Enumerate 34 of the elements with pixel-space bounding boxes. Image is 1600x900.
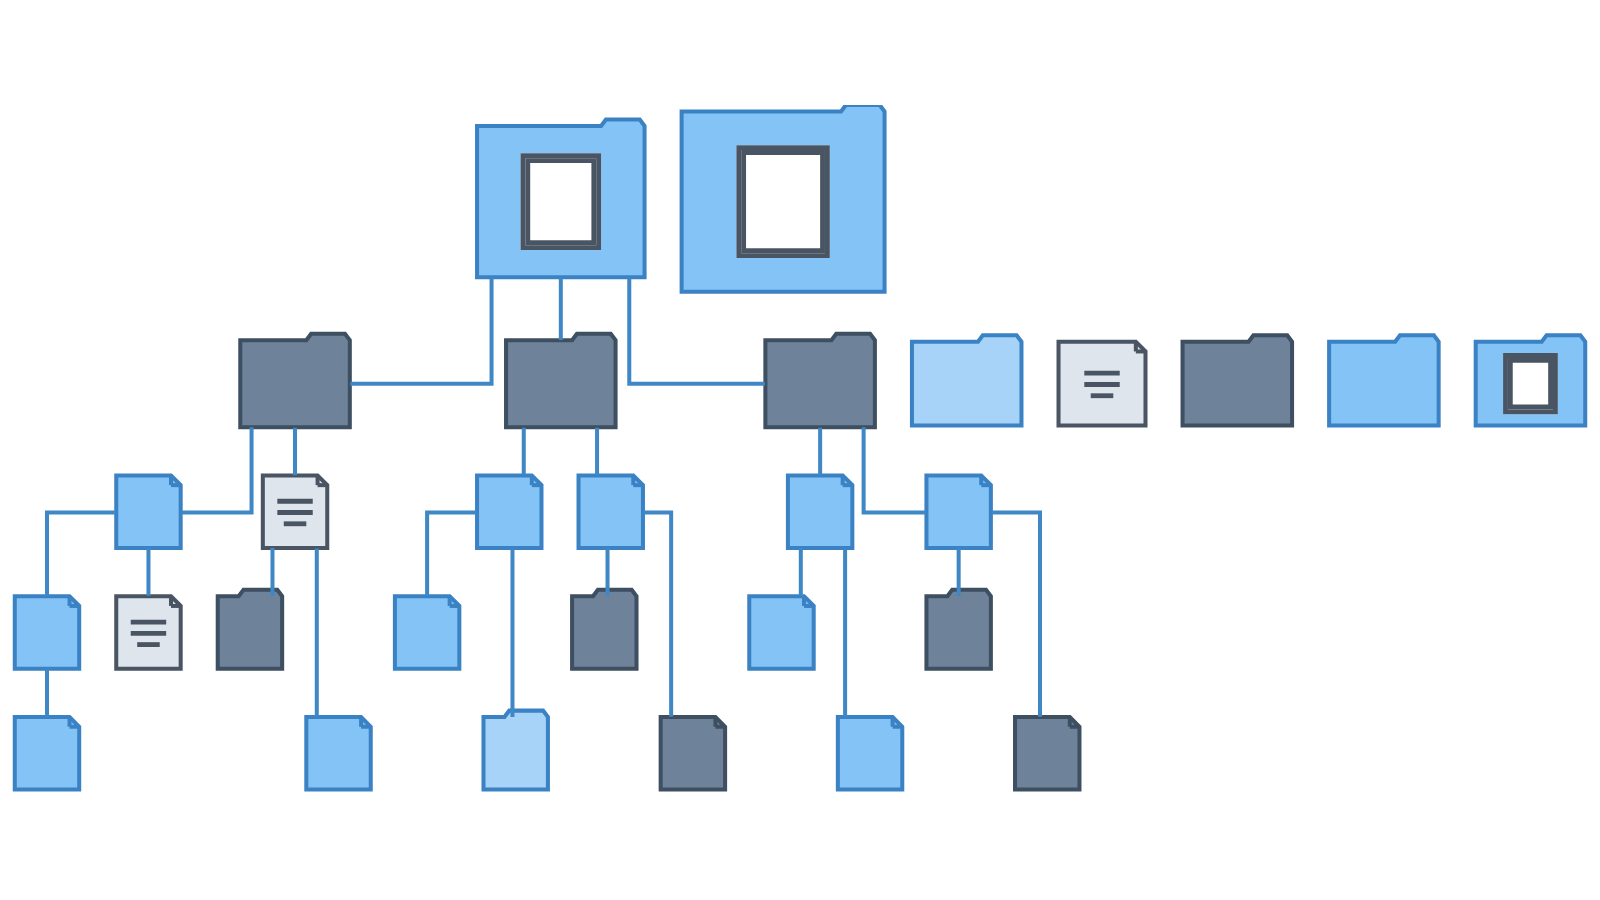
node-folder [763, 331, 877, 429]
connector [558, 277, 563, 340]
connector [843, 547, 848, 717]
connector [44, 510, 116, 596]
connector [293, 427, 298, 475]
connector [595, 427, 600, 475]
connector [627, 277, 765, 386]
connector [350, 277, 494, 386]
node-folder [475, 117, 647, 279]
node-folder [1473, 332, 1588, 428]
node-folder [909, 332, 1024, 428]
node-folder [1180, 332, 1295, 428]
node-folder [924, 587, 993, 671]
connector [314, 547, 319, 717]
connector [605, 547, 610, 596]
connector [956, 547, 961, 596]
connector [510, 547, 515, 717]
connector [991, 510, 1042, 717]
connector [270, 547, 275, 596]
connector [425, 510, 477, 596]
node-folder [238, 331, 352, 429]
connector [181, 426, 254, 515]
node-folder [570, 587, 639, 671]
node-folder [679, 104, 887, 294]
node-folder [1327, 332, 1441, 428]
connector [44, 668, 49, 717]
node-folder [215, 587, 285, 671]
node-folder [481, 708, 550, 792]
connector [861, 426, 926, 515]
node-folder [504, 331, 618, 429]
connector [146, 547, 151, 596]
connector [818, 427, 823, 475]
connector [521, 427, 526, 475]
connector [798, 547, 803, 596]
